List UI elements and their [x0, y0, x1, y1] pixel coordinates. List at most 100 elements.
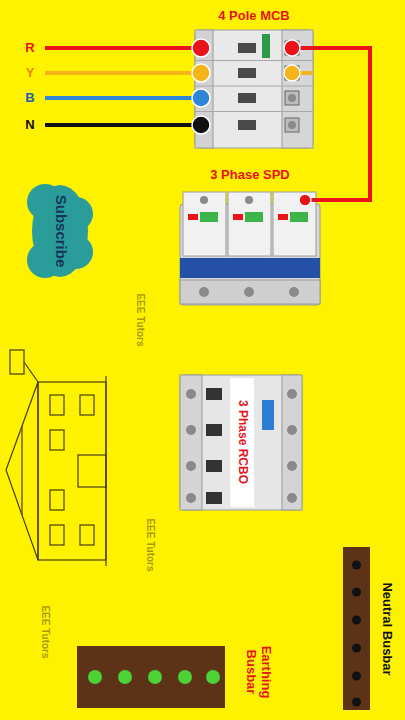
- rcbo-symbol-part: [262, 400, 274, 430]
- house-illustration-part: [50, 525, 64, 545]
- subscribe-cloud: Subscribe: [28, 180, 94, 282]
- house-illustration-part: [10, 350, 24, 374]
- house-illustration-part: [24, 362, 38, 382]
- watermark: EEE Tutors: [134, 293, 146, 346]
- rcbo-symbol-part: [180, 375, 202, 510]
- phase-label: R: [25, 41, 34, 56]
- mcb-symbol-part: [288, 94, 296, 102]
- spd-symbol-part: [180, 280, 320, 304]
- house-illustration-part: [80, 525, 94, 545]
- neutral-busbar-bar-part: [352, 616, 361, 625]
- rcbo-symbol-part: [186, 389, 196, 399]
- rcbo-device: 3 Phase RCBO: [180, 375, 302, 510]
- neutral-busbar-bar: [343, 547, 370, 710]
- mcb-symbol-part: [192, 64, 210, 82]
- supply-wire-part: [45, 71, 200, 75]
- neutral-busbar-bar-part: [352, 698, 361, 707]
- house-illustration-part: [78, 455, 106, 487]
- earthing-busbar-bar-part: [77, 646, 225, 708]
- earthing-busbar-bar: [77, 646, 225, 708]
- spd-symbol-part: [244, 287, 254, 297]
- mcb-symbol-part: [288, 121, 296, 129]
- mcb-symbol-part: [192, 89, 210, 107]
- spd-symbol-part: [183, 192, 226, 256]
- mcb-symbol-part: [238, 93, 256, 103]
- mcb-symbol-part: [262, 34, 270, 58]
- rcbo-symbol-part: [206, 424, 222, 436]
- rcbo-symbol-part: [180, 375, 302, 510]
- earthing-busbar-bar-part: [148, 670, 162, 684]
- mcb-symbol-part: [285, 91, 299, 105]
- mcb-symbol-part: [195, 111, 313, 112]
- rcbo-symbol-part: [186, 425, 196, 435]
- neutral-busbar-bar-part: [352, 672, 361, 681]
- mcb-symbol-part: [284, 65, 300, 81]
- earthing-busbar-bar-part: [178, 670, 192, 684]
- neutral-busbar-bar-part: [352, 588, 361, 597]
- supply-wire-part: [45, 96, 200, 100]
- spd-symbol: [180, 192, 324, 305]
- neutral-busbar: Neutral Busbar: [340, 545, 402, 713]
- spd-device: 3 Phase SPD: [176, 165, 324, 307]
- subscribe-cloud-text: Subscribe: [52, 195, 69, 268]
- earthing-busbar-bar-part: [206, 670, 220, 684]
- neutral-busbar-bar-part: [352, 561, 361, 570]
- power-wire: [318, 48, 370, 200]
- mcb-symbol-part: [192, 116, 210, 134]
- rcbo-symbol-part: [230, 378, 254, 507]
- mcb-symbol-part: [285, 41, 299, 55]
- phase-label: Y: [26, 66, 35, 81]
- house-illustration-part: [105, 376, 106, 566]
- mcb-symbol-part: [285, 118, 299, 132]
- house-illustration: [6, 350, 106, 566]
- rcbo-device-text: 3 Phase RCBO: [235, 400, 249, 484]
- watermark: EEE Tutors: [144, 518, 156, 571]
- spd-symbol-part: [200, 212, 218, 222]
- earthing-busbar: Earthing Busbar: [75, 636, 285, 712]
- rcbo-symbol-part: [206, 492, 222, 504]
- spd-symbol-part: [188, 214, 198, 220]
- rcbo-symbol-part: [206, 388, 222, 400]
- house-illustration-part: [21, 426, 22, 515]
- neutral-busbar-bar-part: [352, 644, 361, 653]
- spd-symbol-part: [299, 194, 311, 206]
- house-illustration-part: [6, 382, 38, 560]
- supply-wire: [45, 48, 200, 125]
- spd-symbol-part: [180, 258, 320, 278]
- house-illustration-part: [50, 490, 64, 510]
- spd-symbol-part: [199, 287, 209, 297]
- rcbo-symbol-part: [186, 461, 196, 471]
- mcb-symbol: [192, 30, 318, 148]
- mcb-symbol-part: [238, 120, 256, 130]
- spd-symbol-part: [289, 287, 299, 297]
- house-illustration-part: [38, 382, 106, 560]
- spd-symbol-part: [278, 214, 288, 220]
- mcb-device-text: 4 Pole MCB: [218, 9, 290, 24]
- mcb-device: 4 Pole MCB: [190, 4, 318, 150]
- mcb-symbol-part: [238, 43, 256, 53]
- spd-symbol-part: [228, 192, 271, 256]
- phase-label: B: [25, 91, 34, 106]
- mcb-symbol-part: [285, 66, 299, 80]
- rcbo-symbol-part: [282, 375, 302, 510]
- mcb-symbol-part: [195, 60, 313, 61]
- mcb-symbol-part: [195, 30, 313, 148]
- rcbo-symbol-part: [287, 389, 297, 399]
- neutral-label: N: [25, 118, 34, 133]
- spd-symbol-part: [200, 196, 208, 204]
- spd-symbol-part: [273, 192, 316, 256]
- spd-symbol-part: [233, 214, 243, 220]
- spd-symbol-part: [290, 212, 308, 222]
- neutral-busbar-text: Neutral Busbar: [380, 582, 395, 675]
- rcbo-symbol-part: [287, 461, 297, 471]
- mcb-symbol-part: [238, 68, 256, 78]
- earthing-busbar-bar-part: [88, 670, 102, 684]
- earthing-busbar-bar-part: [118, 670, 132, 684]
- house-illustration-part: [50, 430, 64, 450]
- mcb-symbol-part: [195, 86, 313, 87]
- house-illustration-part: [50, 395, 64, 415]
- spd-symbol-part: [245, 196, 253, 204]
